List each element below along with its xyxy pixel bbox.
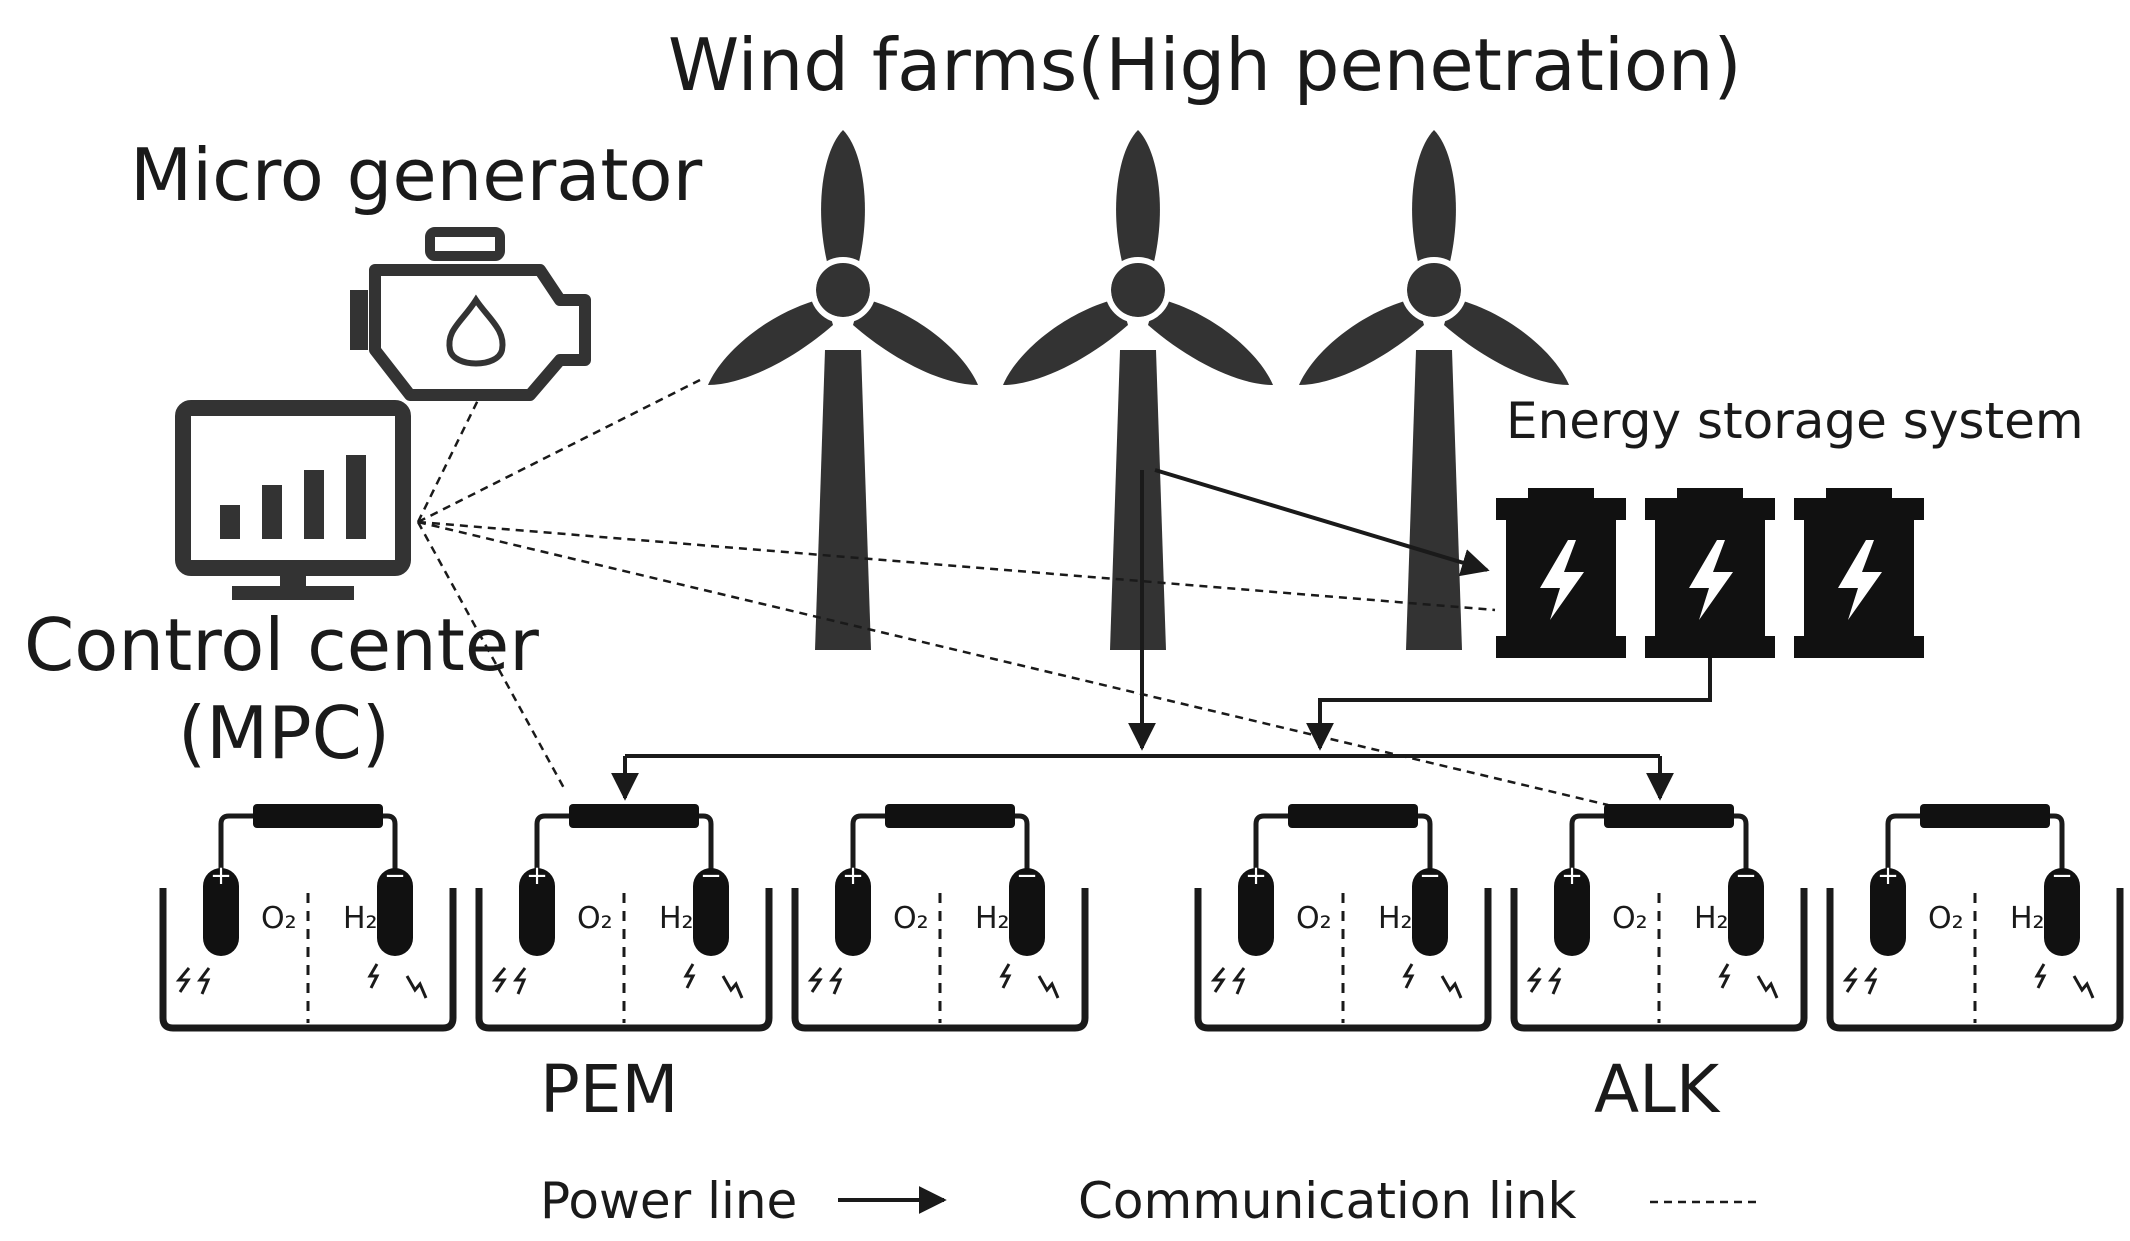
wind-farms-label: Wind farms(High penetration)	[668, 23, 1742, 107]
svg-text:O₂: O₂	[1612, 901, 1648, 936]
svg-text:O₂: O₂	[577, 901, 613, 936]
control-center-label: Control center	[24, 603, 539, 687]
svg-text:O₂: O₂	[261, 901, 297, 936]
svg-text:H₂: H₂	[2010, 901, 2045, 936]
energy-storage-label: Energy storage system	[1506, 392, 2084, 450]
legend: Power line Communication link	[540, 1172, 1762, 1230]
wind-turbine-icon	[708, 130, 978, 650]
battery-icon	[1496, 488, 1626, 658]
micro-generator-label: Micro generator	[130, 133, 703, 217]
control-center-mpc-label: (MPC)	[178, 691, 390, 775]
battery-icon	[1645, 488, 1775, 658]
electrolyzer-cell: O₂ H₂	[1514, 804, 1804, 1028]
electrolyzer-cell: O₂ H₂	[479, 804, 769, 1028]
electrolyzer-cell: O₂ H₂	[163, 804, 453, 1028]
svg-text:H₂: H₂	[343, 901, 378, 936]
legend-power-line-label: Power line	[540, 1172, 797, 1230]
legend-communication-link-label: Communication link	[1078, 1172, 1576, 1230]
svg-text:O₂: O₂	[893, 901, 929, 936]
monitor-icon	[175, 400, 411, 600]
electrolyzer-cell: O₂ H₂	[1830, 804, 2120, 1028]
engine-icon	[350, 227, 591, 401]
pem-label: PEM	[540, 1051, 678, 1128]
svg-text:O₂: O₂	[1296, 901, 1332, 936]
svg-text:H₂: H₂	[1378, 901, 1413, 936]
power-lines	[611, 468, 1712, 801]
communication-links	[416, 378, 1609, 807]
battery-icon	[1794, 488, 1924, 658]
svg-text:O₂: O₂	[1928, 901, 1964, 936]
svg-text:H₂: H₂	[975, 901, 1010, 936]
svg-text:H₂: H₂	[659, 901, 694, 936]
svg-text:H₂: H₂	[1694, 901, 1729, 936]
electrolyzer-cell: O₂ H₂	[795, 804, 1085, 1028]
alk-label: ALK	[1594, 1051, 1721, 1128]
electrolyzer-cell: O₂ H₂	[1198, 804, 1488, 1028]
wind-turbine-icon	[1003, 130, 1273, 650]
